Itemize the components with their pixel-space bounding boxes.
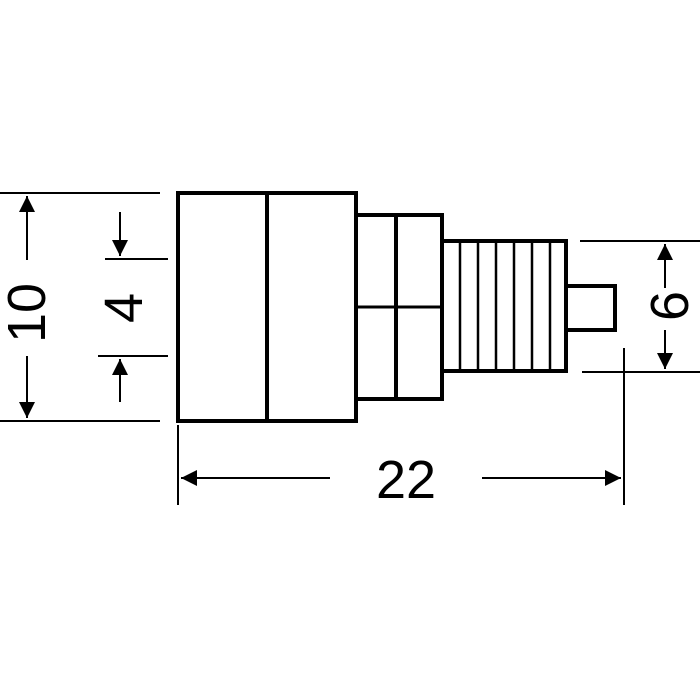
width-total-label: 22 — [376, 450, 436, 510]
dimension-pin-height: 6 — [580, 240, 700, 373]
dimension-width-total: 22 — [177, 348, 625, 510]
dimension-height-total: 10 — [0, 192, 160, 422]
inner-height-label: 4 — [94, 293, 154, 323]
pin-height-label: 6 — [640, 291, 700, 321]
thread-lines — [458, 241, 552, 371]
pin — [564, 284, 617, 332]
dimension-inner-height: 4 — [94, 212, 168, 402]
height-total-label: 10 — [0, 283, 57, 343]
connector-body — [176, 191, 617, 423]
